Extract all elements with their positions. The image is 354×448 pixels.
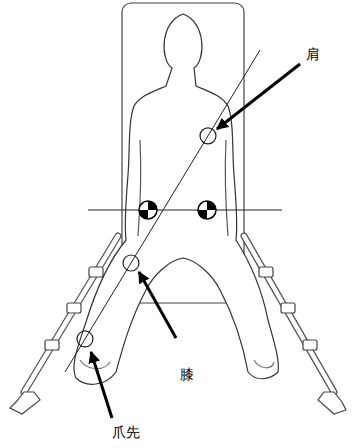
hip-target [139, 201, 157, 219]
part-label: 爪先 [112, 424, 140, 441]
shoulder-marker [200, 128, 216, 144]
rail-clamp [45, 340, 59, 350]
rail-clamp [259, 267, 273, 277]
foot-line [80, 360, 274, 369]
toe-marker [77, 331, 93, 347]
callout-arrow [91, 352, 112, 418]
arm-line [138, 140, 228, 236]
rail-clamp [281, 303, 295, 313]
part-label: 肩 [306, 46, 320, 63]
left-pedal [10, 392, 40, 414]
hip-line [88, 210, 282, 211]
rail-clamp [89, 267, 103, 277]
diagonal-line [65, 50, 260, 372]
hip-target [198, 201, 216, 219]
part-label: 膝 [180, 366, 194, 383]
rail-clamp [67, 303, 81, 313]
knee-marker [123, 255, 139, 271]
callout-arrow [139, 272, 176, 338]
right-pedal [318, 392, 346, 414]
rail-clamp [303, 340, 317, 350]
callout-arrow [217, 64, 300, 129]
